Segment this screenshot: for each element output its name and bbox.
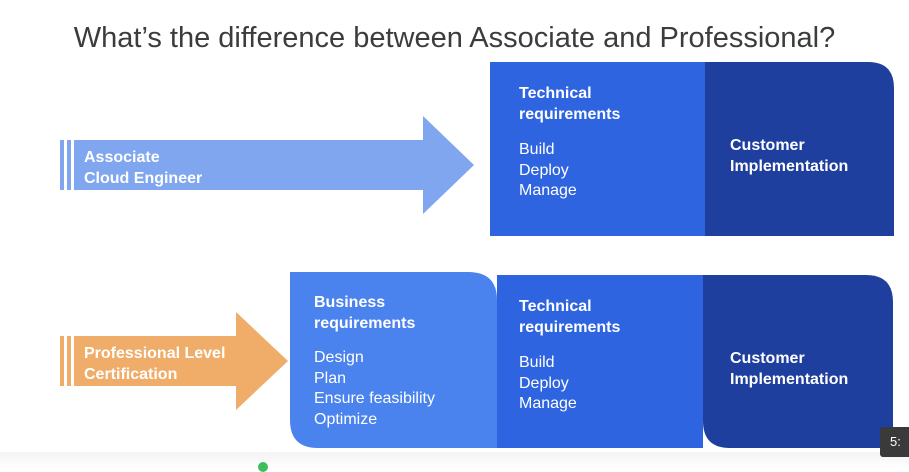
associate-technical-section: Technical requirements Build Deploy Mana… [519,83,620,202]
associate-technical-items: Build Deploy Manage [519,140,620,202]
associate-technical-heading: Technical requirements [519,85,621,123]
professional-customer-box [703,275,893,448]
professional-technical-items: Build Deploy Manage [519,353,620,415]
professional-technical-box [497,275,703,448]
professional-business-items: Design Plan Ensure feasibility Optimize [314,348,435,430]
associate-arrow-body [74,116,474,214]
list-item: Ensure feasibility [314,390,435,407]
professional-arrow-stripe [60,336,64,386]
professional-customer-heading: Customer Implementation [730,350,849,388]
list-item: Plan [314,369,347,387]
associate-technical-box [490,62,705,236]
associate-arrow-stripe [60,140,64,190]
list-item: Build [519,141,555,158]
progress-scrubber-handle[interactable] [258,462,268,472]
professional-arrow [60,312,288,410]
player-progress-bar[interactable] [0,452,909,469]
associate-arrow-label: Associate Cloud Engineer [84,149,203,187]
list-item: Design [314,349,364,366]
list-item: Manage [519,182,577,199]
associate-customer-box [705,62,894,236]
list-item: Build [519,354,555,371]
associate-arrow [60,116,474,214]
professional-technical-heading: Technical requirements [519,298,621,336]
professional-arrow-label: Professional Level Certification [84,345,226,383]
professional-technical-section: Technical requirements Build Deploy Mana… [519,296,620,415]
list-item: Optimize [314,410,378,428]
associate-arrow-stripe [67,140,71,190]
professional-business-section: Business requirements Design Plan Ensure… [314,292,435,430]
list-item: Deploy [519,374,569,392]
slide-title: What’s the difference between Associate … [73,22,836,54]
professional-business-heading: Business requirements [314,294,416,332]
time-badge: 5: [880,427,909,457]
professional-arrow-stripe [67,336,71,386]
professional-business-box [290,272,497,448]
list-item: Deploy [519,161,569,179]
associate-customer-heading: Customer Implementation [730,137,849,175]
professional-arrow-body [74,312,288,410]
list-item: Manage [519,395,577,412]
